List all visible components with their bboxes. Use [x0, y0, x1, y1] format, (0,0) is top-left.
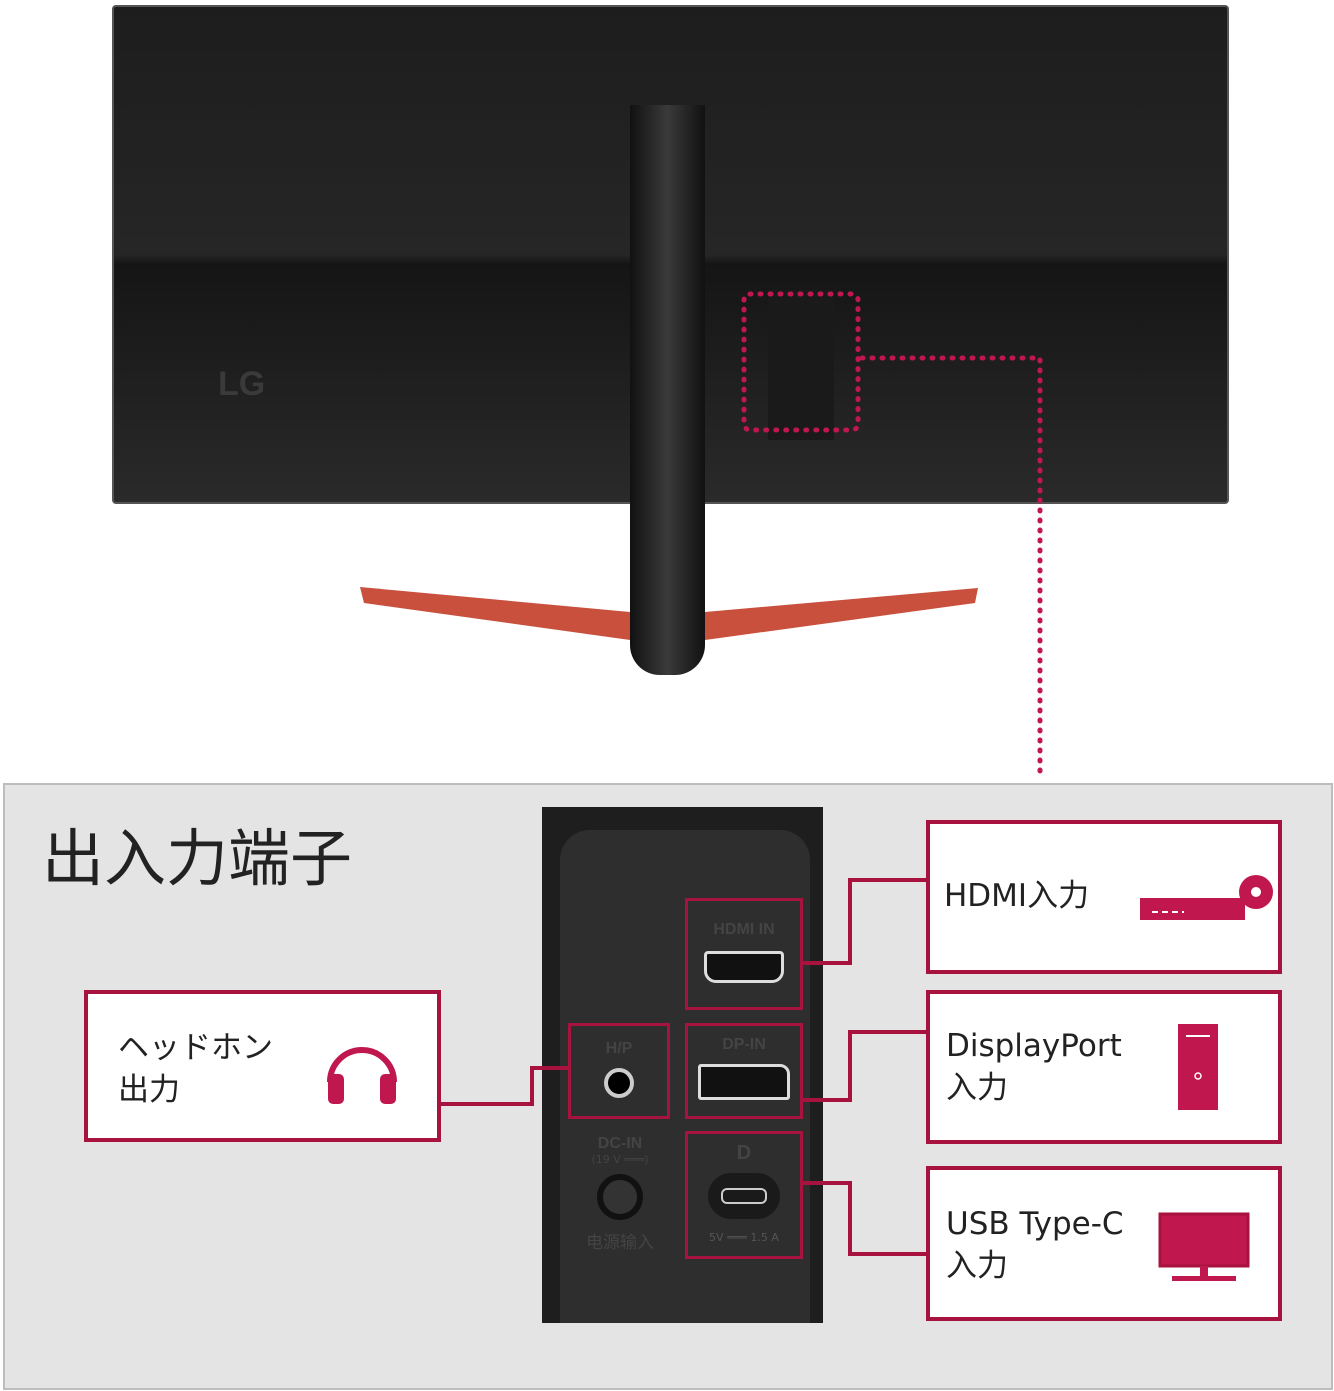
stand-leg-right: [705, 588, 978, 640]
hdmi-callout: HDMI入力: [926, 820, 1282, 974]
dc-port-label: DC-IN: [597, 1135, 643, 1152]
dp-port-frame: DP-IN: [685, 1023, 803, 1119]
hp-jack-icon: [604, 1068, 634, 1098]
dc-cn-label: 电源输入: [586, 1233, 654, 1253]
hp-port-label: H/P: [605, 1040, 633, 1057]
dc-port: DC-IN (19 V ═══) 电源输入: [575, 1135, 665, 1253]
displayport-logo-icon: D: [736, 1142, 752, 1164]
dp-port-label: DP-IN: [722, 1036, 766, 1053]
page-title: 出入力端子: [42, 822, 353, 895]
port-area: [768, 290, 834, 440]
usbc-label-2: 入力: [946, 1248, 1008, 1284]
pc-tower-icon: [1178, 1024, 1218, 1110]
hp-label-1: ヘッドホン: [118, 1030, 273, 1066]
headphones-icon: [327, 1047, 397, 1104]
usbc-callout: USB Type-C 入力: [926, 1166, 1282, 1321]
displayport-callout: DisplayPort 入力: [926, 990, 1282, 1144]
dc-jack-icon: [597, 1174, 643, 1220]
hdmi-label: HDMI入力: [944, 878, 1090, 914]
hdmi-port-frame: HDMI IN: [685, 898, 803, 1010]
hp-label-2: 出力: [118, 1072, 180, 1108]
dc-voltage: (19 V ═══): [591, 1153, 649, 1166]
stand-neck: [630, 105, 705, 675]
dp-port-icon: [698, 1064, 790, 1100]
dp-label-1: DisplayPort: [946, 1028, 1122, 1064]
blu-ray-player-icon: [1140, 875, 1273, 920]
callout-dotted-line: [859, 355, 1043, 783]
headphone-callout: ヘッドホン 出力: [84, 990, 441, 1142]
stand-and-callout: [360, 290, 1043, 783]
monitor-icon: [1158, 1212, 1250, 1281]
dp-label-2: 入力: [946, 1070, 1008, 1106]
hp-port-frame: H/P: [568, 1023, 670, 1119]
usbc-rating: 5V ═══ 1.5 A: [709, 1231, 779, 1244]
usbc-port-icon: [708, 1173, 780, 1219]
usbc-label-1: USB Type-C: [946, 1206, 1124, 1242]
stand-leg-left: [360, 587, 630, 640]
hdmi-port-label: HDMI IN: [713, 921, 775, 938]
callout-dotted-box: [741, 291, 861, 433]
lg-logo: LG: [218, 365, 266, 403]
hdmi-port-icon: [704, 951, 784, 983]
usbc-port-frame: D 5V ═══ 1.5 A: [685, 1131, 803, 1259]
